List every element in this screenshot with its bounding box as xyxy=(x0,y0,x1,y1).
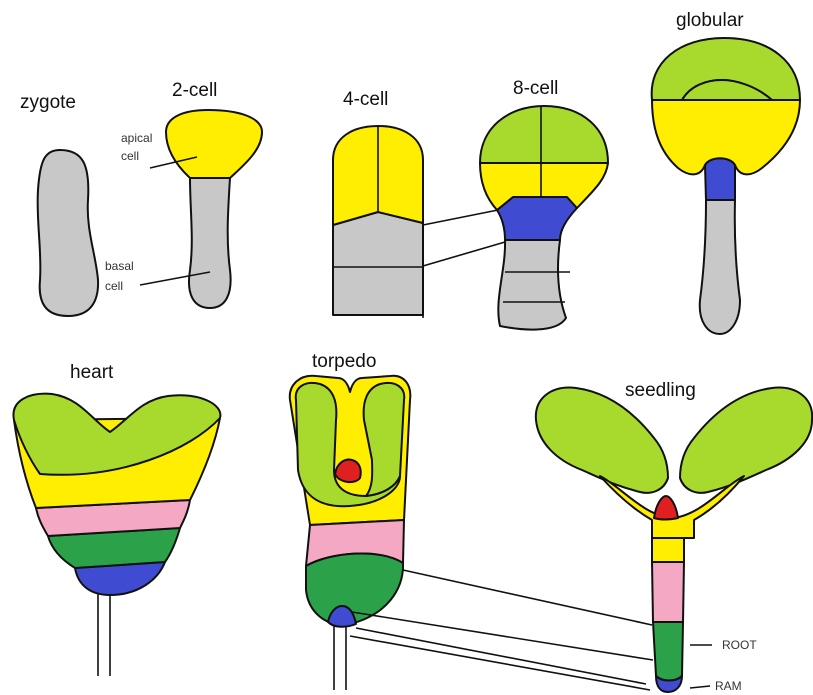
globular-stage: globular xyxy=(652,10,800,334)
ram-label: RAM xyxy=(715,679,742,693)
basal-label-line1: basal xyxy=(105,259,134,273)
connector-torpedo-seedling-1 xyxy=(403,570,652,625)
eight-cell-stage: 8-cell xyxy=(480,78,608,330)
globular-hypophysis xyxy=(705,158,735,200)
basal-cell xyxy=(189,178,231,308)
heart-stage: heart xyxy=(13,362,220,676)
globular-title: globular xyxy=(676,10,744,31)
four-cell-title: 4-cell xyxy=(343,89,388,110)
connector-4cell-8cell-lower xyxy=(423,242,505,266)
eight-cell-hypophysis xyxy=(497,197,577,240)
seedling-title: seedling xyxy=(625,380,696,401)
ram-pointer xyxy=(690,686,710,688)
seedling-cotyledon-right xyxy=(680,388,812,493)
seedling-hypocotyl xyxy=(652,562,684,622)
two-cell-title: 2-cell xyxy=(172,80,217,101)
zygote-title: zygote xyxy=(20,92,76,113)
four-cell-suspensor xyxy=(333,212,423,315)
torpedo-title: torpedo xyxy=(312,351,376,372)
connector-4cell-8cell-upper xyxy=(423,210,498,225)
root-label: ROOT xyxy=(722,638,757,652)
apical-label-line2: cell xyxy=(121,149,139,163)
four-cell-stage: 4-cell xyxy=(333,89,505,318)
eight-cell-suspensor xyxy=(498,240,566,330)
seedling-root xyxy=(653,622,683,681)
zygote-cell xyxy=(38,150,98,316)
apical-label-line1: apical xyxy=(121,131,152,145)
globular-suspensor xyxy=(700,200,740,334)
heart-title: heart xyxy=(70,362,114,383)
two-cell-stage: 2-cell apical cell basal cell xyxy=(105,80,262,308)
eight-cell-title: 8-cell xyxy=(513,78,558,99)
zygote-stage: zygote xyxy=(20,92,98,316)
torpedo-root xyxy=(306,553,403,624)
seedling-stem xyxy=(652,538,684,562)
seedling-stage: seedling ROOT RAM xyxy=(536,380,812,693)
apical-cell xyxy=(166,110,262,178)
seedling-shoot-meristem xyxy=(654,496,678,520)
eight-cell-upper-tier xyxy=(480,106,608,163)
basal-label-line2: cell xyxy=(105,279,123,293)
connector-torpedo-seedling-4 xyxy=(350,636,650,690)
